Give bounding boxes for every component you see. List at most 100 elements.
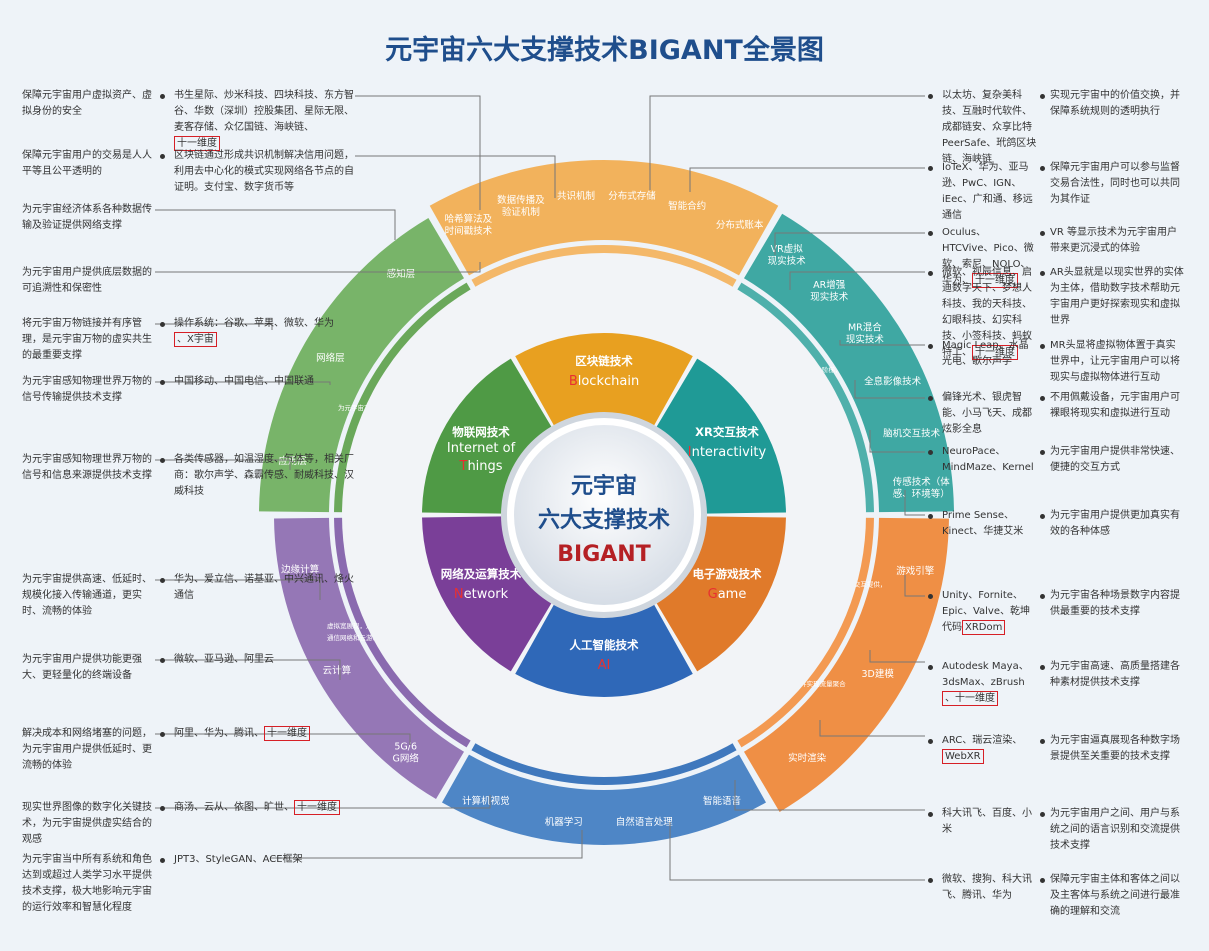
leader-line-14	[774, 232, 925, 255]
left-bullet-5	[160, 578, 165, 583]
right-purpose-bullet-10	[1040, 739, 1045, 744]
outer-label-blockchain-0: 哈希算法及	[445, 213, 493, 225]
right-company-7: Prime Sense、Kinect、华捷艾米	[942, 510, 1024, 537]
right-purpose-2: VR 等显示技术为元宇宙用户带来更沉浸式的体验	[1050, 227, 1177, 254]
left-purpose-2: 为元宇宙经济体系各种数据传输及验证提供网络支撑	[22, 204, 152, 231]
outer-label-xr-5: 感、环境等）	[893, 488, 950, 500]
outer-label-blockchain-0: 时间戳技术	[445, 225, 493, 237]
outer-label-xr-5: 传感技术（体	[893, 476, 951, 488]
leader-line-12	[649, 95, 925, 190]
leader-line-7	[155, 579, 321, 600]
outer-label-game-1: 3D建模	[861, 668, 894, 680]
leader-line-19	[904, 490, 925, 516]
core-label-ai: 人工智能技术	[570, 638, 639, 652]
right-purpose-5: 不用佩戴设备，元宇宙用户可裸眼将现实和虚拟进行互动	[1050, 392, 1180, 419]
outer-segment-blockchain	[429, 160, 779, 276]
right-bullet-0	[928, 94, 933, 99]
outer-label-xr-0: 现实技术	[768, 255, 807, 267]
right-bullet-6	[928, 450, 933, 455]
right-purpose-9: 为元宇宙高速、高质量搭建各种素材提供技术支撑	[1050, 661, 1180, 688]
leader-line-10	[155, 795, 491, 809]
outer-label-ai-2: 机器学习	[545, 816, 583, 828]
leader-line-11	[270, 830, 583, 859]
right-purpose-bullet-5	[1040, 396, 1045, 401]
leader-line-9	[155, 733, 411, 745]
right-company-6: NeuroPace、MindMaze、Kernel	[942, 446, 1034, 473]
left-purpose-10: 现实世界图像的数字化关键技术，为元宇宙提供虚实结合的观感	[22, 802, 152, 845]
outer-label-xr-3: 全息影像技术	[864, 375, 922, 387]
right-purpose-6: 为元宇宙用户提供非常快速、便捷的交互方式	[1050, 446, 1180, 473]
right-purpose-0: 实现元宇宙中的价值交换，并保障系统规则的透明执行	[1050, 90, 1180, 117]
leader-line-17	[854, 380, 925, 399]
right-purpose-12: 保障元宇宙主体和客体之间以及主客体与系统之间进行最准确的理解和交流	[1050, 874, 1180, 917]
core-en2-iot: Things	[458, 459, 502, 474]
outer-label-game-2: 实时渲染	[788, 752, 827, 764]
right-purpose-bullet-1	[1040, 166, 1045, 171]
right-bullet-9	[928, 665, 933, 670]
core-segment-ai	[515, 602, 693, 697]
outer-label-iot-2: 感知层	[387, 268, 416, 280]
left-bullet-3	[160, 380, 165, 385]
outer-label-ai-1: 自然语言处理	[616, 816, 674, 828]
outer-label-xr-2: MR混合	[848, 321, 882, 333]
left-purpose-6: 为元宇宙感知物理世界万物的信号和信息来源提供技术支撑	[22, 454, 152, 481]
outer-segment-game	[743, 517, 949, 812]
core-label-xr: XR交互技术	[695, 425, 759, 439]
left-purpose-0: 保障元宇宙用户虚拟资产、虚拟身份的安全	[22, 90, 152, 117]
page-title: 元宇宙六大支撑技术BIGANT全景图	[385, 35, 824, 66]
leader-line-4	[155, 323, 273, 330]
outer-label-blockchain-4: 智能合约	[668, 200, 706, 212]
left-purpose-5: 为元宇宙感知物理世界万物的信号传输提供技术支撑	[22, 376, 152, 403]
leader-line-1	[355, 155, 556, 198]
outer-segment-iot	[259, 218, 465, 513]
left-bullet-7	[160, 732, 165, 737]
outer-label-blockchain-5: 分布式账本	[716, 219, 764, 231]
right-company-12: 微软、搜狗、科大讯飞、腾讯、华为	[942, 874, 1032, 901]
leader-line-20	[904, 575, 925, 597]
outer-label-network-0: G网络	[393, 752, 420, 764]
left-bullet-1	[160, 154, 165, 159]
leader-lines	[155, 95, 925, 881]
leader-line-16	[839, 340, 925, 346]
core-segment-network	[422, 516, 553, 672]
right-company-3: 微软、视辰信息、启迪数字天下、梦想人科技、我的天科技、幻眼科技、幻实科技、小签科…	[942, 267, 1032, 360]
right-company-9: Autodesk Maya、3dsMax、zBrush、十一维度	[942, 661, 1029, 706]
right-company-5: 偏锋光术、银虎智能、小马飞天、成都炫影全息	[942, 392, 1032, 435]
right-company-0: 以太坊、复杂美科技、互融时代软件、成都链安、众享比特 PeerSafe、玳鸽区块…	[942, 90, 1037, 165]
right-purpose-bullet-3	[1040, 271, 1045, 276]
left-company-3: 中国移动、中国电信、中国联通	[174, 376, 314, 387]
outer-label-xr-2: 现实技术	[846, 333, 885, 345]
outer-segment-xr	[743, 213, 954, 513]
outer-ring: 哈希算法及时间戳技术数据传播及验证机制共识机制分布式存储智能合约分布式账本VR虚…	[259, 160, 954, 845]
right-purpose-11: 为元宇宙用户之间、用户与系统之间的语言识别和交流提供技术支撑	[1050, 808, 1180, 851]
outer-label-network-0: 5G/6	[394, 741, 417, 752]
right-company-4: Magic Leap、水晶光电、歌尔声学	[942, 340, 1029, 367]
right-company-10-highlight: WebXR	[942, 749, 984, 764]
leader-line-15	[789, 271, 925, 290]
leader-line-5	[155, 381, 331, 385]
right-purpose-bullet-12	[1040, 878, 1045, 883]
right-purpose-bullet-4	[1040, 344, 1045, 349]
core-en-blockchain: Blockchain	[569, 374, 639, 389]
right-company-1: IoTeX、华为、亚马逊、PwC、IGN、iEec、广和通、移远通信	[942, 162, 1033, 221]
outer-label-game-0: 游戏引擎	[896, 565, 935, 577]
outer-label-blockchain-1: 验证机制	[502, 206, 540, 218]
leader-line-0	[355, 95, 481, 210]
right-purpose-8: 为元宇宙各种场景数字内容提供最重要的技术支撑	[1050, 590, 1180, 617]
left-purpose-8: 为元宇宙用户提供功能更强大、更轻量化的终端设备	[22, 654, 142, 681]
left-purpose-3: 为元宇宙用户提供底层数据的可追溯性和保密性	[22, 267, 152, 294]
right-company-9-highlight: 、十一维度	[942, 691, 998, 706]
outer-label-blockchain-1: 数据传播及	[497, 194, 545, 206]
core-segment-blockchain	[515, 333, 693, 428]
leader-line-23	[734, 780, 925, 811]
core-en-ai: AI	[598, 658, 611, 673]
left-bullet-0	[160, 94, 165, 99]
outer-label-ai-3: 计算机视觉	[462, 795, 510, 807]
right-company-2: Oculus、HTCVive、Pico、微软、索尼、NOLO、华为、十一维度	[942, 227, 1034, 288]
right-purpose-10: 为元宇宙逼真展现各种数字场景提供至关重要的技术支撑	[1050, 735, 1180, 762]
core-segment-iot	[422, 358, 553, 514]
right-purpose-7: 为元宇宙用户提供更加真实有效的各种体感	[1050, 510, 1180, 537]
center-disc	[514, 425, 694, 605]
core-label-blockchain: 区块链技术	[575, 354, 633, 368]
